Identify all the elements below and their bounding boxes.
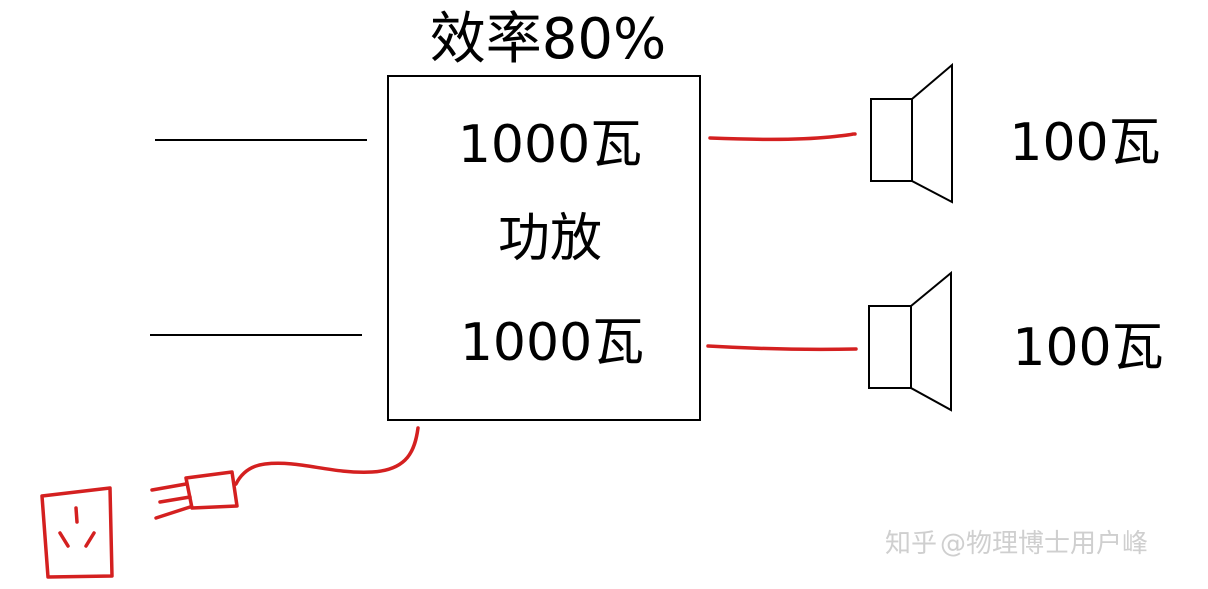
watermark-site: 知乎	[885, 529, 937, 559]
amplifier-box: 1000瓦 功放 1000瓦	[387, 75, 701, 421]
plug-icon	[150, 470, 239, 520]
speaker-power-bottom: 100瓦	[1012, 318, 1163, 378]
amplifier-label: 功放	[498, 209, 602, 269]
amplifier-power-bottom: 1000瓦	[460, 313, 644, 373]
amplifier-power-top: 1000瓦	[458, 115, 642, 175]
power-cord	[234, 426, 420, 486]
speaker-icon	[870, 62, 953, 204]
watermark: 知乎 @物理博士用户峰	[885, 529, 1148, 559]
speaker-icon	[868, 270, 952, 412]
output-wire-top	[708, 132, 857, 142]
power-socket-icon	[40, 486, 114, 579]
efficiency-title: 效率80%	[430, 7, 666, 72]
watermark-author: @物理博士用户峰	[940, 529, 1148, 559]
speaker-power-top: 100瓦	[1009, 113, 1160, 173]
output-wire-bottom	[706, 344, 858, 352]
